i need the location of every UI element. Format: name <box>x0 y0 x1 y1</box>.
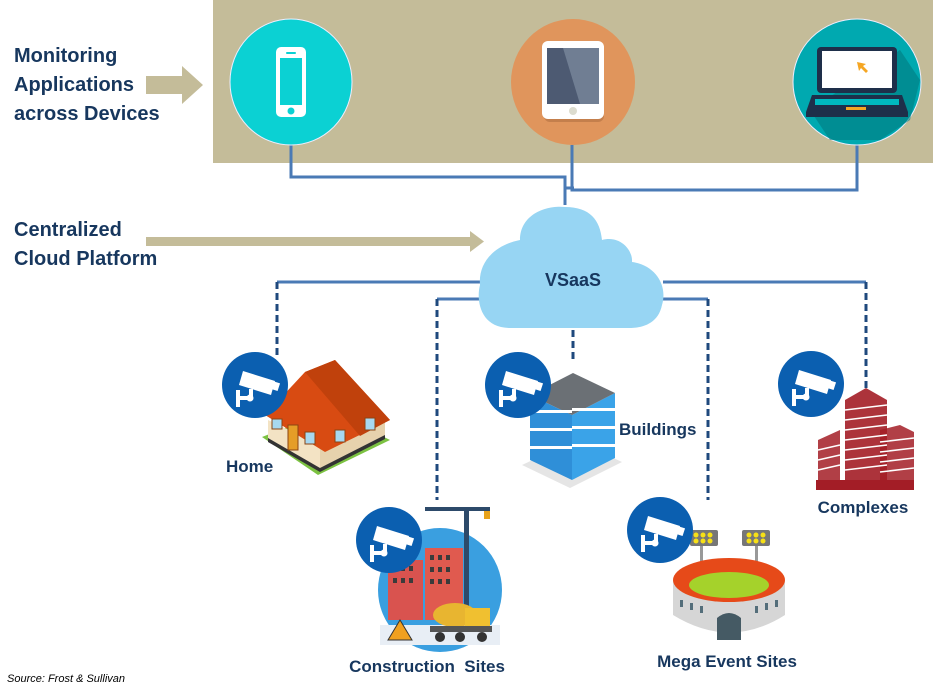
office-building-icon <box>522 373 622 488</box>
vsaas-cloud[interactable] <box>478 206 664 328</box>
monitoring-label: Monitoring Applications across Devices <box>14 42 160 129</box>
site-label-construction: Construction Sites <box>349 657 505 676</box>
monitoring-label-line2: Applications <box>14 74 135 96</box>
site-buildings <box>485 352 622 488</box>
device-laptop <box>792 18 922 146</box>
monitoring-arrow <box>146 66 203 104</box>
site-home <box>222 352 390 475</box>
site-label-home: Home <box>226 457 273 476</box>
laptop-icon <box>806 47 908 117</box>
cloud-platform-label-line2: Cloud Platform <box>14 248 158 270</box>
monitoring-label-line1: Monitoring <box>14 45 118 67</box>
cloud-platform-label: Centralized Cloud Platform <box>14 216 157 274</box>
site-mega-event <box>627 497 785 640</box>
cloud-platform-label-line1: Centralized <box>14 219 122 241</box>
security-camera-icon <box>222 352 288 418</box>
building-complex-icon <box>816 388 915 490</box>
cement-mixer-truck <box>430 603 492 642</box>
device-smartphone <box>229 18 353 146</box>
security-camera-icon <box>627 497 693 563</box>
security-camera-icon <box>356 507 422 573</box>
site-construction <box>356 507 502 652</box>
device-tablet <box>511 19 635 145</box>
site-connectors-dashed <box>275 282 868 500</box>
tablet-icon <box>542 41 604 122</box>
security-camera-icon <box>778 351 844 417</box>
site-label-buildings: Buildings <box>619 420 696 439</box>
site-complexes <box>778 351 915 490</box>
site-label-mega-event: Mega Event Sites <box>657 652 797 671</box>
cloud-platform-arrow <box>146 231 484 252</box>
source-note: Source: Frost & Sullivan <box>7 673 125 685</box>
monitoring-label-line3: across Devices <box>14 103 160 125</box>
site-label-complexes: Complexes <box>818 498 909 517</box>
vsaas-label: VSaaS <box>545 270 601 290</box>
security-camera-icon <box>485 352 551 418</box>
stadium-icon <box>673 530 785 640</box>
house-icon <box>262 360 390 475</box>
smartphone-icon <box>276 47 306 117</box>
device-connectors <box>289 144 859 205</box>
